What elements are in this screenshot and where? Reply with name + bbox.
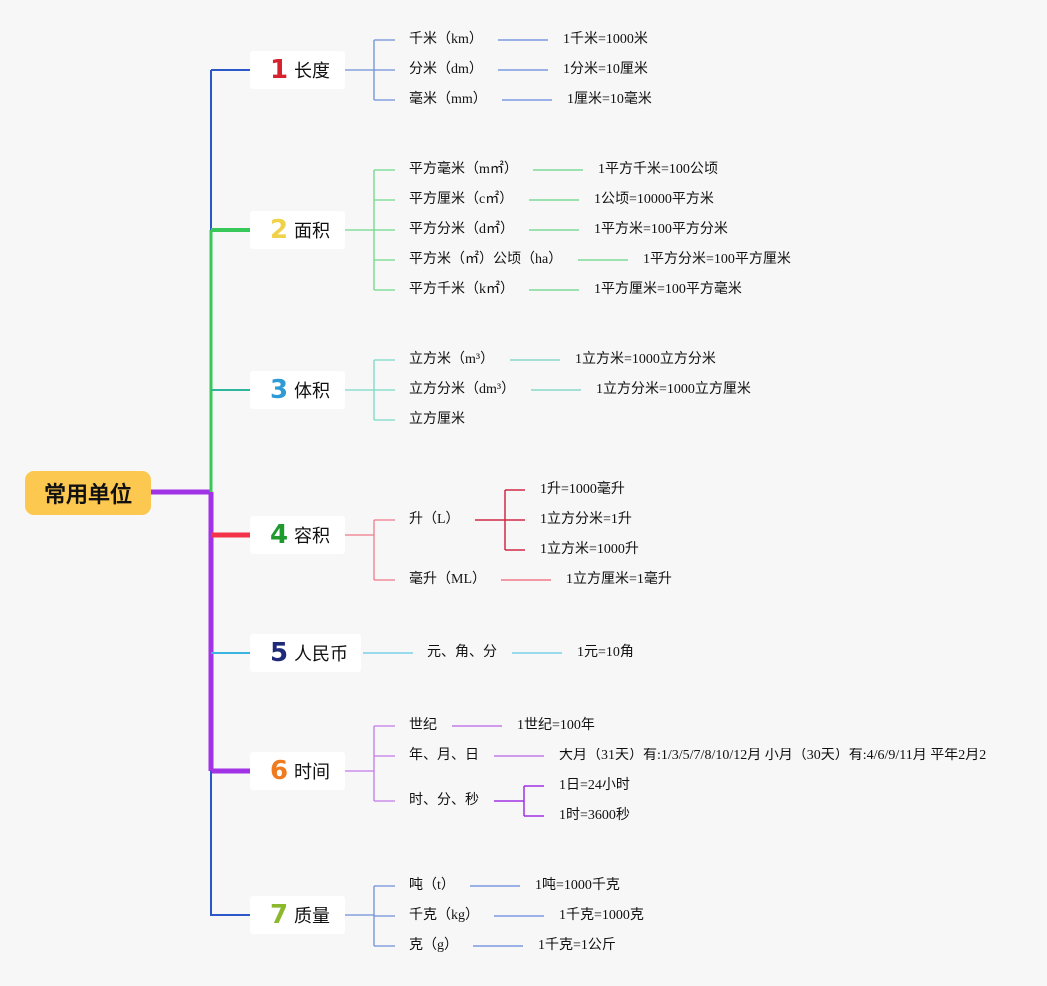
conversion-note: 1立方分米=1升 — [540, 512, 632, 527]
branch-number: 3 — [270, 375, 289, 405]
unit-node[interactable]: 时、分、秒 — [409, 793, 479, 808]
conversion-note: 1平方厘米=100平方毫米 — [594, 282, 742, 297]
conversion-note: 大月（31天）有:1/3/5/7/8/10/12月 小月（30天）有:4/6/9… — [559, 748, 987, 763]
branch-rmb[interactable]: 5 人民币 — [250, 634, 361, 672]
unit-node[interactable]: 立方分米（dm³） — [409, 382, 516, 397]
conversion-note: 1吨=1000千克 — [535, 878, 620, 893]
unit-node[interactable]: 平方毫米（m㎡） — [409, 162, 518, 177]
conversion-note: 1立方分米=1000立方厘米 — [596, 382, 751, 397]
unit-node[interactable]: 千克（kg） — [409, 908, 479, 923]
branch-volume[interactable]: 3 体积 — [250, 371, 345, 409]
unit-node[interactable]: 世纪 — [409, 718, 437, 733]
branch-label: 人民币 — [294, 644, 348, 665]
unit-node[interactable]: 毫升（ML） — [409, 572, 486, 587]
conversion-note: 1立方厘米=1毫升 — [566, 572, 672, 587]
unit-node[interactable]: 毫米（mm） — [409, 92, 487, 107]
unit-node[interactable]: 平方厘米（c㎡） — [409, 192, 514, 207]
branch-label: 体积 — [294, 381, 330, 402]
conversion-note: 1时=3600秒 — [559, 808, 630, 823]
conversion-note: 1平方米=100平方分米 — [594, 222, 728, 237]
branch-label: 容积 — [294, 526, 330, 547]
branch-mass[interactable]: 7 质量 — [250, 896, 345, 934]
root-node[interactable]: 常用单位 — [25, 471, 151, 515]
conversion-note: 1千米=1000米 — [563, 32, 648, 47]
conversion-note: 1平方千米=100公顷 — [598, 162, 718, 177]
unit-node[interactable]: 立方厘米 — [409, 412, 465, 427]
unit-node[interactable]: 立方米（m³） — [409, 352, 495, 367]
trunk-mass — [210, 771, 250, 916]
conversion-note: 1公顷=10000平方米 — [594, 192, 714, 207]
unit-node[interactable]: 克（g） — [409, 938, 458, 953]
branch-area[interactable]: 2 面积 — [250, 211, 345, 249]
branch-number: 2 — [270, 215, 289, 245]
branch-capacity[interactable]: 4 容积 — [250, 516, 345, 554]
unit-node[interactable]: 吨（t） — [409, 878, 455, 893]
branch-number: 1 — [270, 55, 289, 85]
branch-number: 5 — [270, 638, 289, 668]
branch-length[interactable]: 1 长度 — [250, 51, 345, 89]
conversion-note: 1平方分米=100平方厘米 — [643, 252, 791, 267]
unit-node[interactable]: 平方分米（d㎡） — [409, 222, 514, 237]
conversion-note: 1立方米=1000升 — [540, 542, 639, 557]
unit-node[interactable]: 元、角、分 — [427, 645, 497, 660]
conversion-note: 1千克=1公斤 — [538, 938, 616, 953]
conversion-note: 1元=10角 — [577, 645, 634, 660]
conversion-note: 1升=1000毫升 — [540, 482, 625, 497]
unit-node[interactable]: 升（L） — [409, 512, 460, 527]
unit-node[interactable]: 年、月、日 — [409, 748, 479, 763]
conversion-note: 1千克=1000克 — [559, 908, 644, 923]
conversion-note: 1分米=10厘米 — [563, 62, 648, 77]
branch-number: 4 — [270, 520, 289, 550]
branch-number: 6 — [270, 756, 289, 786]
conversion-note: 1世纪=100年 — [517, 718, 595, 733]
branch-label: 时间 — [294, 762, 330, 783]
root-label: 常用单位 — [43, 483, 132, 508]
unit-node[interactable]: 分米（dm） — [409, 62, 483, 77]
unit-node[interactable]: 平方千米（k㎡） — [409, 282, 514, 297]
branch-label: 质量 — [294, 906, 330, 927]
branch-label: 面积 — [294, 221, 330, 242]
conversion-note: 1厘米=10毫米 — [567, 92, 652, 107]
conversion-note: 1立方米=1000立方分米 — [575, 352, 716, 367]
unit-node[interactable]: 平方米（㎡）公顷（ha） — [409, 252, 563, 267]
unit-node[interactable]: 千米（km） — [409, 32, 483, 47]
branch-time[interactable]: 6 时间 — [250, 752, 345, 790]
branch-number: 7 — [270, 900, 289, 930]
branch-label: 长度 — [294, 61, 330, 82]
conversion-note: 1日=24小时 — [559, 778, 630, 793]
